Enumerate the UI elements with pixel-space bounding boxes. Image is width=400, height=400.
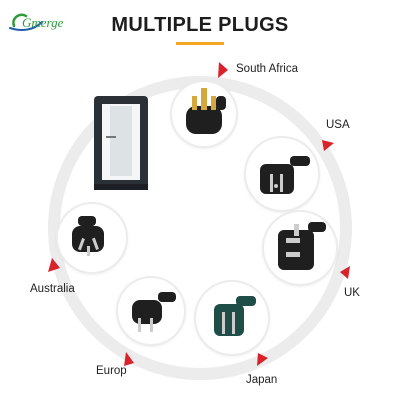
label-usa: USA [326, 119, 350, 131]
title-underline [176, 42, 224, 45]
uk-plug-icon [278, 222, 326, 270]
arrow-japan [257, 353, 268, 366]
label-australia: Australia [30, 283, 75, 295]
japan-plug-icon [214, 296, 256, 336]
label-south-africa: South Africa [236, 63, 299, 75]
page-title: MULTIPLE PLUGS [111, 14, 289, 36]
plug-uk [264, 212, 336, 284]
label-europe: Europ [96, 365, 127, 377]
plug-south-africa [172, 82, 236, 146]
arrow-south-africa [218, 62, 228, 78]
label-japan: Japan [246, 374, 278, 386]
europe-plug-icon [132, 292, 176, 332]
label-uk: UK [344, 287, 360, 299]
plug-japan [196, 282, 268, 354]
arrow-australia [48, 258, 60, 272]
arrow-usa [322, 140, 334, 151]
brand-logo-text: Gmerge [22, 15, 64, 30]
plug-europe [118, 278, 184, 344]
brand-logo: Gmerge [9, 13, 64, 31]
arrow-uk [340, 266, 350, 279]
south-africa-plug-icon [186, 88, 226, 134]
plug-usa [246, 138, 318, 210]
plug-australia [58, 204, 126, 272]
phone-booth-icon [94, 96, 148, 190]
usa-plug-icon [260, 156, 310, 194]
arrow-europe [124, 352, 134, 366]
australia-plug-icon [72, 216, 104, 256]
